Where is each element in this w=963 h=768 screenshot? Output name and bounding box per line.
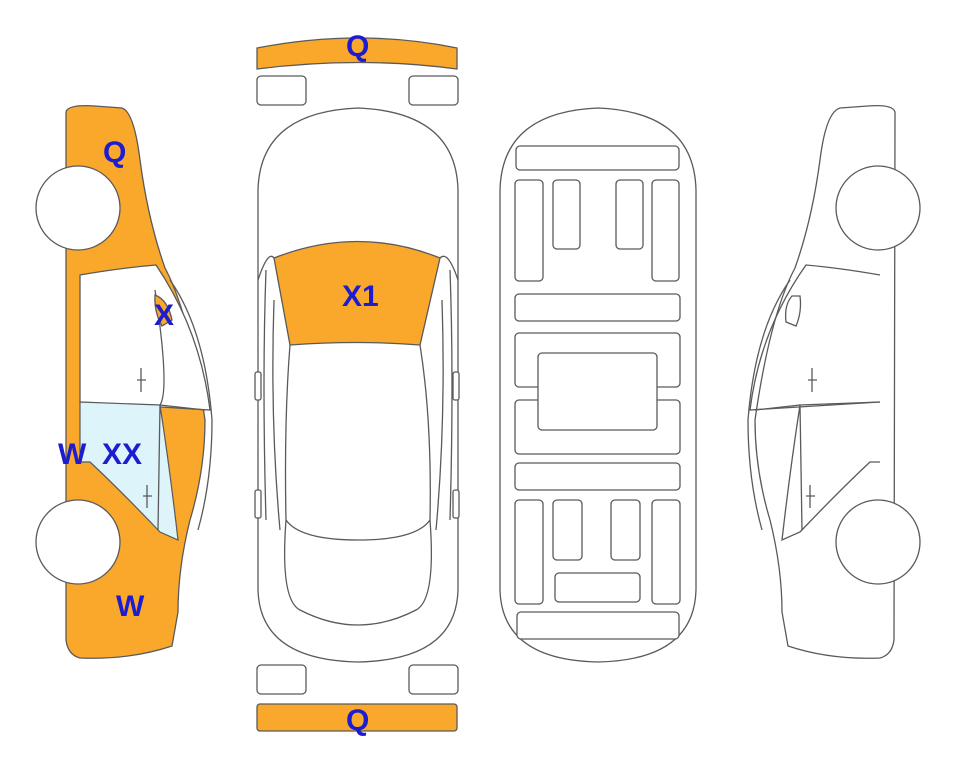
underbody-view bbox=[499, 107, 697, 663]
rear-bumper-label: Q bbox=[346, 704, 369, 737]
front-bumper-label: Q bbox=[346, 30, 369, 63]
left-front-window bbox=[79, 264, 211, 411]
left-rear-glass[interactable] bbox=[79, 401, 179, 541]
left-front-fender-label: Q bbox=[103, 136, 126, 169]
right-door-handle-front[interactable] bbox=[808, 368, 817, 392]
hood-label: X1 bbox=[342, 280, 379, 313]
right-front-wheel bbox=[835, 165, 921, 251]
left-door-handle-front[interactable] bbox=[137, 368, 146, 392]
left-a-pillar-label: X bbox=[154, 299, 174, 332]
top-body-outline bbox=[257, 107, 459, 663]
top-front-left-light bbox=[256, 75, 307, 106]
right-side-view bbox=[747, 104, 921, 659]
left-rear-wheel bbox=[35, 499, 121, 585]
left-rocker-label: W bbox=[58, 438, 87, 471]
left-rear-door-label: XX bbox=[102, 438, 142, 471]
rear-bumper[interactable] bbox=[256, 703, 458, 732]
front-bumper[interactable] bbox=[256, 37, 458, 70]
top-front-right-light bbox=[408, 75, 459, 106]
left-side-view: Q X W XX W bbox=[35, 104, 213, 659]
top-rear-right-light bbox=[408, 664, 459, 695]
right-rear-wheel bbox=[835, 499, 921, 585]
top-view: Q X1 Q bbox=[254, 30, 460, 737]
left-front-wheel bbox=[35, 165, 121, 251]
right-door-handle-rear[interactable] bbox=[806, 485, 815, 508]
left-rear-quarter-label: W bbox=[116, 590, 145, 623]
left-door-handle-rear[interactable] bbox=[143, 485, 152, 508]
left-a-pillar-patch[interactable] bbox=[154, 294, 173, 327]
top-rear-left-light bbox=[256, 664, 307, 695]
